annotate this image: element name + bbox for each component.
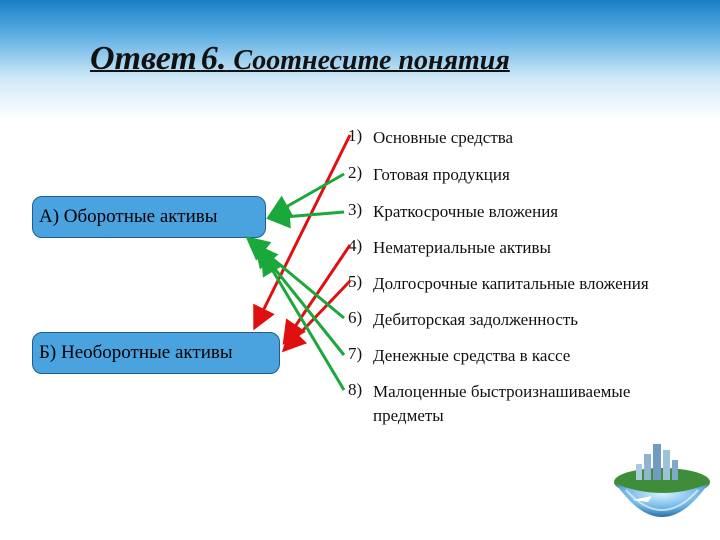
title-number: 6: [200, 40, 218, 77]
box-noncurrent-assets: Б) Необоротные активы: [32, 332, 280, 374]
red-arrow-item1: [253, 134, 352, 331]
item-text: Основные средства: [373, 128, 514, 147]
item-text: Малоценные быстроизнашиваемые предметы: [373, 382, 631, 425]
green-arrow-item8: [260, 250, 346, 391]
title-dot: .: [217, 40, 227, 77]
red-arrow-item5: [281, 279, 352, 353]
item-number: 8): [348, 380, 363, 399]
header-background: [0, 0, 720, 120]
title-word-answer: Ответ: [90, 40, 197, 77]
title-rest: Соотнесите понятия: [226, 45, 510, 76]
globe-city-icon: [614, 444, 710, 517]
green-arrow-item2: [266, 172, 345, 218]
item-number: 2): [348, 163, 363, 182]
green-arrow-item3: [266, 204, 345, 229]
item-text: Денежные средства в кассе: [373, 346, 571, 365]
item-number: 7): [348, 344, 363, 363]
item-text: Нематериальные активы: [373, 238, 551, 257]
box-current-assets: А) Оборотные активы: [32, 196, 266, 238]
item-number: 5): [348, 272, 363, 291]
item-number: 1): [348, 126, 363, 145]
item-number: 6): [348, 308, 363, 327]
item-text: Готовая продукция: [373, 165, 510, 184]
red-arrow-item4: [282, 244, 352, 345]
item-number: 4): [348, 236, 363, 255]
item-text: Долгосрочные капитальные вложения: [373, 274, 649, 293]
item-text: Краткосрочные вложения: [373, 202, 559, 221]
item-text: Дебиторская задолженность: [373, 310, 579, 329]
item-number: 3): [348, 200, 363, 219]
slide-title: Ответ 6. Соотнесите понятия: [90, 40, 510, 78]
